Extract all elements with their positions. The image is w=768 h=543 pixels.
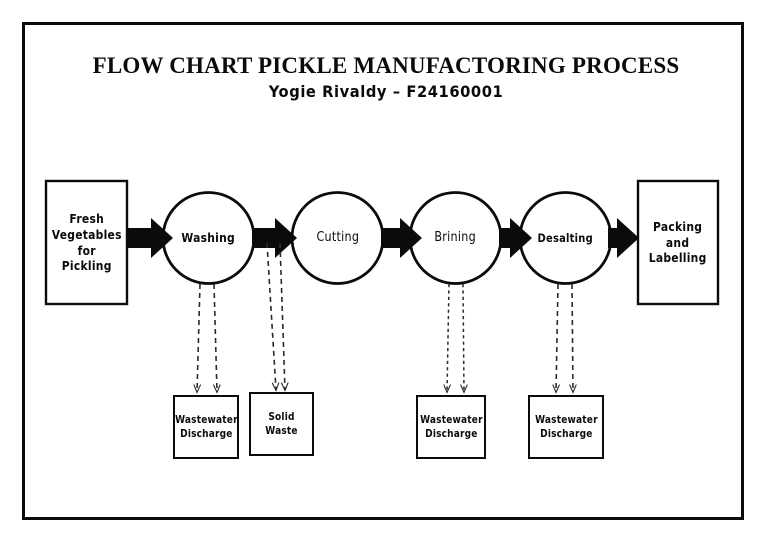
node-waste-brining-box (416, 395, 486, 459)
page-title: FLOW CHART PICKLE MANUFACTORING PROCESS (92, 53, 680, 78)
node-waste-washing-box (173, 395, 239, 459)
node-output-box (636, 179, 720, 306)
arrow-desalting-to-output (608, 218, 639, 258)
arrow-cutting-to-brining (381, 218, 422, 258)
page-subtitle: Yogie Rivaldy – F24160001 (268, 82, 504, 101)
connector-washing-to-wastewater (197, 283, 217, 392)
node-brining-circle (408, 191, 503, 285)
node-waste-cutting-box (249, 392, 314, 456)
node-waste-desalting-box (528, 395, 604, 459)
connector-cutting-to-solidwaste (266, 242, 285, 390)
connector-brining-to-wastewater (447, 283, 464, 392)
arrow-washing-to-cutting (252, 218, 297, 258)
diagram-border: FLOW CHART PICKLE MANUFACTORING PROCESS … (22, 22, 744, 520)
node-desalting-circle (518, 191, 613, 285)
arrow-input-to-washing (127, 218, 173, 258)
title-block: FLOW CHART PICKLE MANUFACTORING PROCESS … (25, 53, 747, 101)
connector-desalting-to-wastewater (556, 283, 573, 392)
node-cutting-circle (290, 191, 385, 285)
node-washing-circle (161, 191, 256, 285)
arrow-brining-to-desalting (499, 218, 532, 258)
node-input-box (44, 179, 129, 306)
